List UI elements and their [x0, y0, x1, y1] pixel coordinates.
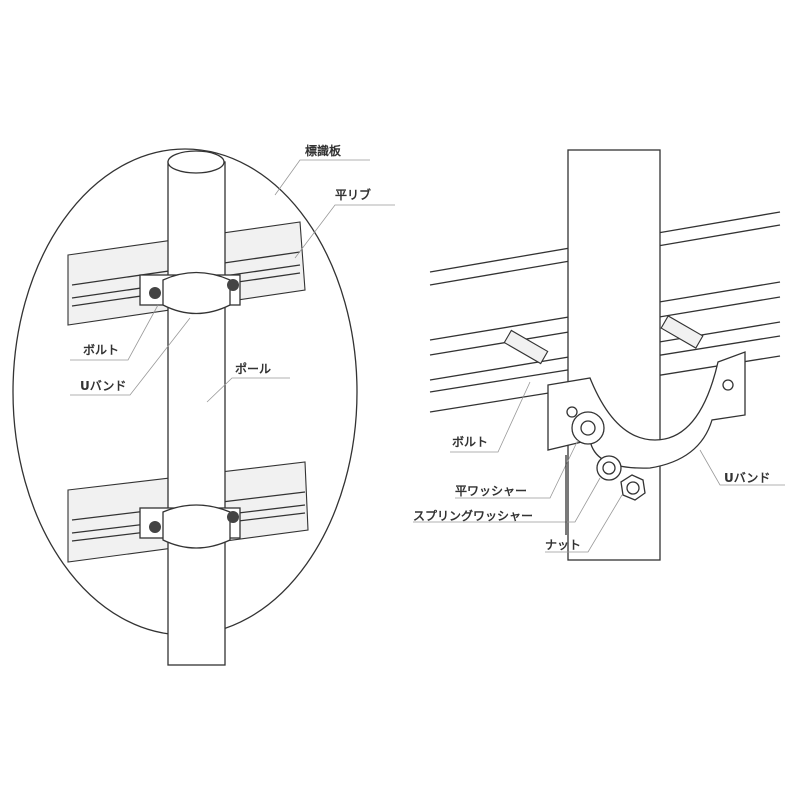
spring-washer: [596, 455, 622, 481]
left-figure: 標識板 平リブ ボルト Uバンド ポール: [12, 143, 395, 666]
label-u-band: Uバンド: [80, 379, 126, 393]
label-pole: ポール: [235, 361, 271, 376]
label-bolt: ボルト: [452, 434, 488, 449]
label-u-band: Uバンド: [724, 471, 770, 485]
right-figure: ボルト Uバンド 平ワッシャー スプリングワッシャー ナット: [413, 149, 785, 561]
bolt-nut: [227, 279, 239, 291]
label-bolt: ボルト: [83, 342, 119, 357]
bolt-nut: [149, 287, 161, 299]
label-nut: ナット: [545, 538, 581, 552]
nut: [620, 474, 646, 501]
bolt-nut: [227, 511, 239, 523]
pole: [167, 150, 226, 666]
label-flat-rib: 平リブ: [335, 187, 371, 202]
pole: [567, 149, 661, 561]
bolts: [503, 315, 704, 365]
u-band-bottom: [139, 504, 241, 549]
label-flat-washer: 平ワッシャー: [455, 484, 527, 498]
label-spring-washer: スプリングワッシャー: [413, 508, 533, 523]
label-sign-board: 標識板: [305, 143, 342, 158]
u-band-top: [139, 271, 241, 315]
bolt-nut: [149, 521, 161, 533]
flat-washer: [571, 411, 605, 445]
